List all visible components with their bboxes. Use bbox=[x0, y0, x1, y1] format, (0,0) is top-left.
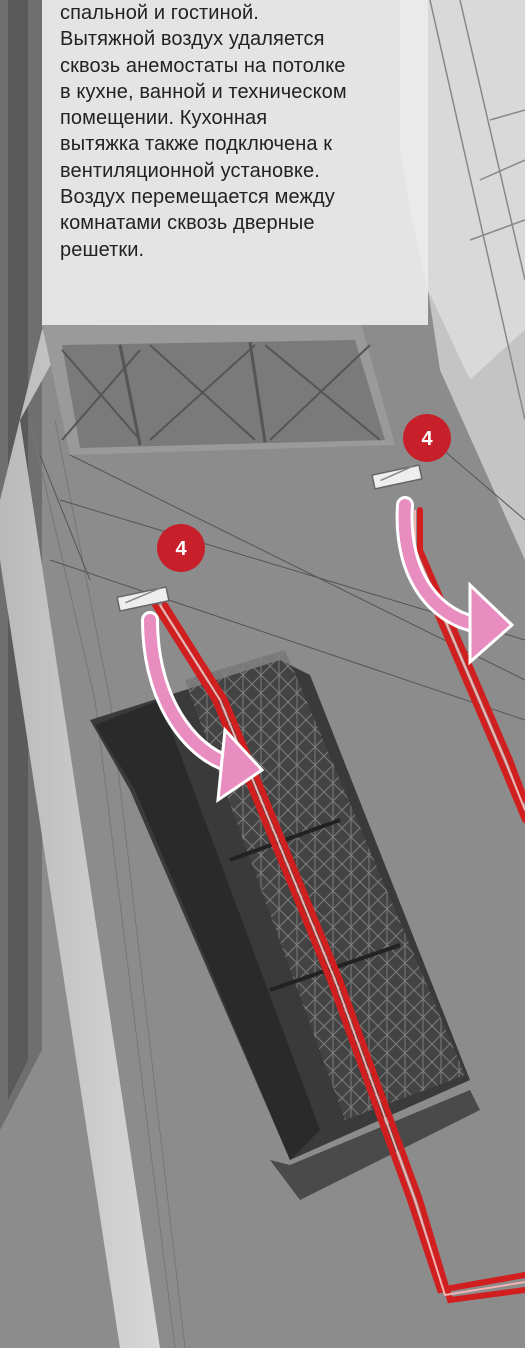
description-line: в кухне, ванной и техническом bbox=[60, 79, 414, 105]
description-line: вытяжка также подключена к bbox=[60, 131, 414, 157]
description-line: комнатами сквозь дверные bbox=[60, 210, 414, 236]
marker-label: 4 bbox=[175, 538, 187, 560]
description-panel: спальной и гостиной.Вытяжной воздух удал… bbox=[42, 0, 428, 325]
description-line: вентиляционной установке. bbox=[60, 158, 414, 184]
description-line: Вытяжной воздух удаляется bbox=[60, 26, 414, 52]
description-line: помещении. Кухонная bbox=[60, 105, 414, 131]
window-frame bbox=[42, 320, 395, 455]
description-line: сквозь анемостаты на потолке bbox=[60, 53, 414, 79]
description-text: спальной и гостиной.Вытяжной воздух удал… bbox=[60, 0, 414, 263]
marker-badge-left: 4 bbox=[157, 524, 205, 572]
marker-badge-right: 4 bbox=[403, 414, 451, 462]
description-line: спальной и гостиной. bbox=[60, 0, 414, 26]
marker-label: 4 bbox=[421, 428, 433, 450]
description-line: Воздух перемещается между bbox=[60, 184, 414, 210]
description-line: решетки. bbox=[60, 237, 414, 263]
